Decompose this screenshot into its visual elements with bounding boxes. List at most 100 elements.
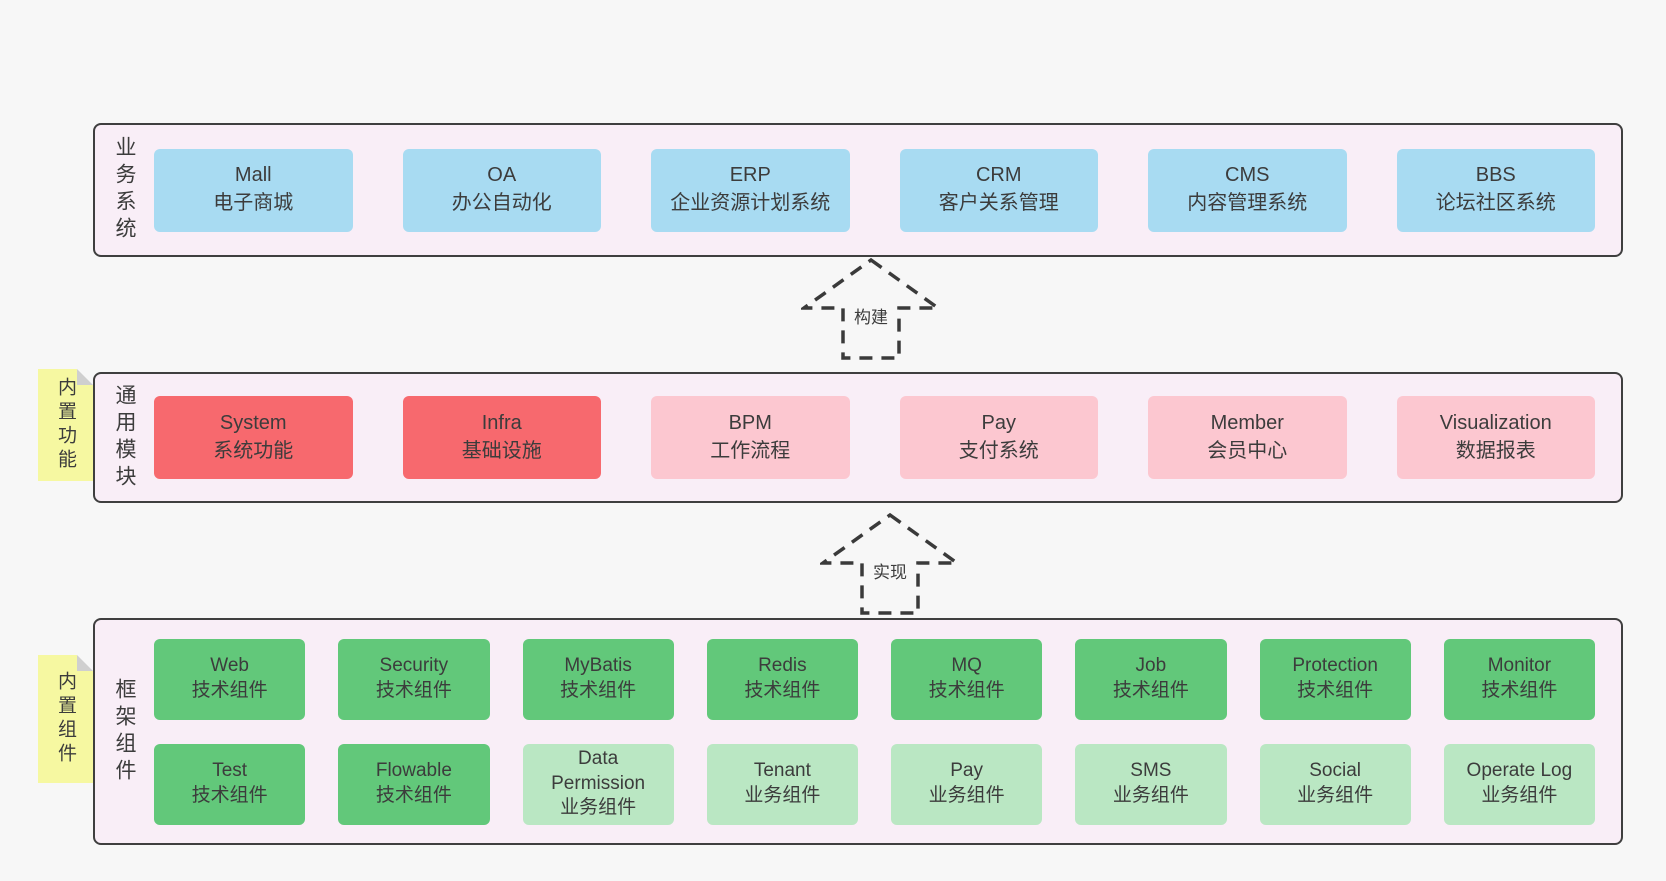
box-title-en: Protection [1292,655,1378,677]
box-infra: Infra 基础设施 [402,396,601,479]
box-social: Social 业务组件 [1259,743,1411,825]
business-systems-boxes: Mall 电子商城 OA 办公自动化 ERP 企业资源计划系统 CRM 客户关系… [135,125,1621,255]
box-oa: OA 办公自动化 [402,148,601,232]
box-subtitle-zh: 基础设施 [461,439,542,462]
box-member: Member 会员中心 [1148,396,1347,479]
band-framework-components: 框架组件 Web 技术组件 Security 技术组件 MyBatis 技术组件… [93,618,1623,845]
box-test: Test 技术组件 [154,743,306,825]
box-system: System 系统功能 [154,396,353,479]
box-title-en: Flowable [375,760,452,782]
arrow-label-bg [847,301,895,331]
box-sms: SMS 业务组件 [1075,743,1227,825]
band-label-framework-components: 框架组件 [113,677,136,786]
box-subtitle-zh: 技术组件 [928,680,1005,701]
band-label-business-systems: 业务系统 [113,136,136,244]
box-data-permission: Data Permission 业务组件 [522,743,674,825]
box-title-en: Monitor [1487,655,1552,677]
box-title-en: Pay [981,411,1016,434]
box-mybatis: MyBatis 技术组件 [522,638,674,720]
band-label-common-modules: 通用模块 [113,383,136,492]
sticky-note-text: 内置组件 [55,671,76,767]
arrow-outline [820,512,960,615]
box-pay-biz: Pay 业务组件 [891,743,1043,825]
arrow-implement-up: 实现 [820,512,960,615]
box-subtitle-zh: 技术组件 [560,680,637,701]
box-subtitle-zh: 技术组件 [191,680,268,701]
framework-components-row-2: Test 技术组件 Flowable 技术组件 Data Permission … [154,743,1595,825]
arrow-implement-label: 实现 [873,563,907,582]
box-title-en: Pay [950,760,983,782]
box-flowable: Flowable 技术组件 [338,743,490,825]
box-title-en: BBS [1475,164,1516,187]
box-subtitle-zh: 业务组件 [744,785,821,806]
box-web: Web 技术组件 [154,638,306,720]
box-title-en: BPM [728,411,772,434]
box-title-en: OA [487,164,517,187]
box-mall: Mall 电子商城 [154,148,353,232]
box-subtitle-zh: 数据报表 [1455,439,1536,462]
box-title-en: CMS [1225,164,1270,187]
box-title-en: Mall [234,164,272,187]
box-subtitle-zh: 支付系统 [958,439,1039,462]
box-title-en: Member [1210,411,1284,434]
band-business-systems: 业务系统 Mall 电子商城 OA 办公自动化 ERP 企业资源计划系统 CRM… [93,123,1623,257]
box-protection: Protection 技术组件 [1259,638,1411,720]
box-subtitle-zh: 论坛社区系统 [1435,192,1556,214]
box-title-en: Tenant [753,760,811,782]
arrow-build-label: 构建 [854,308,888,327]
box-title-en: Visualization [1439,411,1552,434]
box-subtitle-zh: 系统功能 [213,439,294,462]
box-subtitle-zh: 业务组件 [1481,785,1558,806]
box-subtitle-zh: 技术组件 [375,785,452,806]
box-subtitle-zh: 技术组件 [744,680,821,701]
box-title-en: Social [1309,760,1361,782]
box-subtitle-zh: 工作流程 [710,439,791,462]
arrow-build-up: 构建 [801,257,941,360]
box-subtitle-zh: 内容管理系统 [1187,192,1308,214]
box-subtitle-zh: 技术组件 [1297,680,1374,701]
sticky-note-builtin-components: 内置组件 [38,655,93,783]
box-title-en: MyBatis [564,655,632,677]
box-redis: Redis 技术组件 [706,638,858,720]
arrow-outline [801,257,941,360]
arrow-label-bg [866,556,914,586]
box-title-en: Test [212,760,248,782]
box-title-en: System [219,411,287,434]
box-title-en: ERP [729,164,771,187]
box-bbs: BBS 论坛社区系统 [1396,148,1595,232]
box-bpm: BPM 工作流程 [651,396,850,479]
box-title-en: MQ [951,655,982,677]
sticky-note-builtin-features: 内置功能 [38,369,93,481]
box-monitor: Monitor 技术组件 [1443,638,1595,720]
box-title-en: Data Permission [551,747,646,794]
box-visualization: Visualization 数据报表 [1396,396,1595,479]
box-title-en: SMS [1130,760,1172,782]
box-security: Security 技术组件 [338,638,490,720]
box-subtitle-zh: 技术组件 [191,785,268,806]
box-tenant: Tenant 业务组件 [706,743,858,825]
box-cms: CMS 内容管理系统 [1148,148,1347,232]
box-subtitle-zh: 办公自动化 [451,192,552,214]
box-subtitle-zh: 技术组件 [1112,680,1189,701]
box-pay: Pay 支付系统 [899,396,1098,479]
box-title-en: Security [379,655,449,677]
box-subtitle-zh: 客户关系管理 [938,192,1059,214]
framework-components-row-1: Web 技术组件 Security 技术组件 MyBatis 技术组件 Redi… [154,638,1595,720]
box-title-en: Infra [481,411,522,434]
box-subtitle-zh: 业务组件 [928,785,1005,806]
box-subtitle-zh: 企业资源计划系统 [670,192,831,214]
box-subtitle-zh: 业务组件 [560,797,637,819]
box-subtitle-zh: 技术组件 [375,680,452,701]
framework-components-boxes: Web 技术组件 Security 技术组件 MyBatis 技术组件 Redi… [135,620,1621,843]
box-subtitle-zh: 业务组件 [1112,785,1189,806]
box-crm: CRM 客户关系管理 [899,148,1098,232]
box-title-en: Redis [758,655,807,677]
box-title-en: CRM [975,164,1022,187]
box-title-en: Operate Log [1466,760,1573,782]
box-mq: MQ 技术组件 [891,638,1043,720]
box-subtitle-zh: 业务组件 [1297,785,1374,806]
box-title-en: Web [210,655,249,677]
sticky-note-text: 内置功能 [55,377,76,473]
box-operate-log: Operate Log 业务组件 [1443,743,1595,825]
